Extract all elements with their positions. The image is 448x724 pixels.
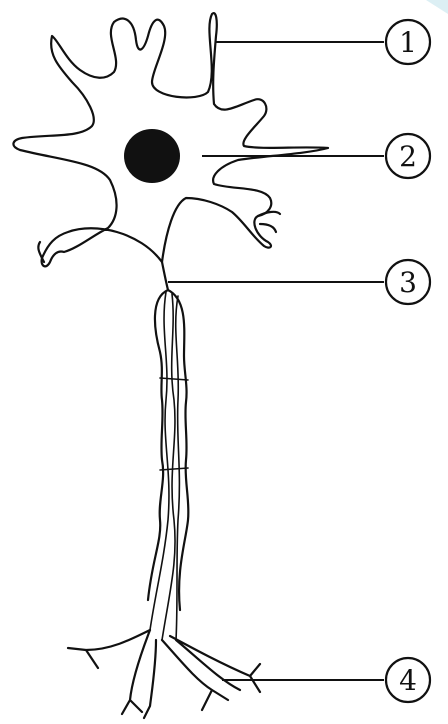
axon-terminals	[68, 630, 260, 718]
node-of-ranvier-2	[160, 468, 188, 470]
label-3-text: 3	[399, 266, 417, 299]
label-4: 4	[386, 658, 430, 702]
label-2: 2	[386, 134, 430, 178]
label-3: 3	[386, 260, 430, 304]
label-1-text: 1	[399, 26, 417, 59]
myelin-sheath-outline	[148, 290, 188, 610]
axon-fiber-1	[150, 292, 169, 630]
label-2-text: 2	[399, 140, 417, 173]
axon-hillock	[162, 262, 168, 290]
dendrite-tip-right	[258, 212, 280, 232]
node-of-ranvier-1	[160, 378, 188, 380]
nucleus	[124, 129, 180, 183]
label-1: 1	[386, 20, 430, 64]
corner-accent	[426, 0, 448, 14]
label-4-text: 4	[399, 664, 417, 697]
